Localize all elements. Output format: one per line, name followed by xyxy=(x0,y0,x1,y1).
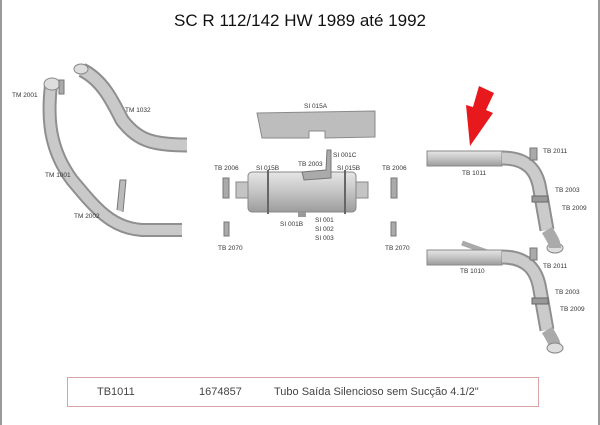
label-si002: SI 002 xyxy=(315,226,334,233)
tb2006-clamps xyxy=(222,177,398,237)
page-title: SC R 112/142 HW 1989 até 1992 xyxy=(173,11,426,30)
label-tb2011-a: TB 2011 xyxy=(543,148,567,155)
label-si001b: SI 001B xyxy=(280,221,303,228)
label-tb2011-b: TB 2011 xyxy=(543,263,567,270)
label-tb2003-b: TB 2003 xyxy=(555,289,580,296)
label-tm2001: TM 2001 xyxy=(12,92,38,99)
part-code: TB1011 xyxy=(97,386,135,398)
label-tm2002: TM 2002 xyxy=(74,213,100,220)
label-tb1011: TB 1011 xyxy=(462,170,486,177)
label-tb2009-a: TB 2009 xyxy=(562,205,587,212)
label-si015a: SI 015A xyxy=(304,103,328,110)
si015a-heat-shield[interactable] xyxy=(256,110,376,139)
tm2002-bracket xyxy=(116,179,127,213)
tm1032-pipe[interactable] xyxy=(73,63,188,153)
label-si003: SI 003 xyxy=(315,235,334,242)
label-tb1010: TB 1010 xyxy=(460,268,485,275)
label-tb2070-right: TB 2070 xyxy=(385,245,410,252)
part-description: Tubo Saída Silencioso sem Sucção 4.1/2" xyxy=(274,386,479,398)
label-tb2003-a: TB 2003 xyxy=(555,187,580,194)
label-tb2006-right: TB 2006 xyxy=(382,165,407,172)
label-tm1001: TM 1001 xyxy=(45,172,71,179)
label-tb2009-b: TB 2009 xyxy=(560,306,585,313)
muffler[interactable] xyxy=(235,149,369,217)
tm1001-pipe[interactable] xyxy=(42,77,182,237)
label-si001c: SI 001C xyxy=(333,152,357,159)
part-number: 1674857 xyxy=(199,386,242,398)
label-tb2003-mid: TB 2003 xyxy=(298,161,323,168)
tb1010-pipe[interactable] xyxy=(426,240,564,354)
tm2001-clamp xyxy=(58,79,65,95)
tb1011-pipe[interactable] xyxy=(426,147,564,254)
label-tb2006-left: TB 2006 xyxy=(214,165,239,172)
selected-part-row: TB1011 1674857 Tubo Saída Silencioso sem… xyxy=(67,377,539,407)
highlight-arrow-icon xyxy=(466,86,494,146)
label-si001: SI 001 xyxy=(315,217,334,224)
label-si015b-right: SI 015B xyxy=(337,165,360,172)
label-tb2070-left: TB 2070 xyxy=(218,245,243,252)
label-tm1032: TM 1032 xyxy=(125,107,151,114)
label-si015b-left: SI 015B xyxy=(256,165,279,172)
